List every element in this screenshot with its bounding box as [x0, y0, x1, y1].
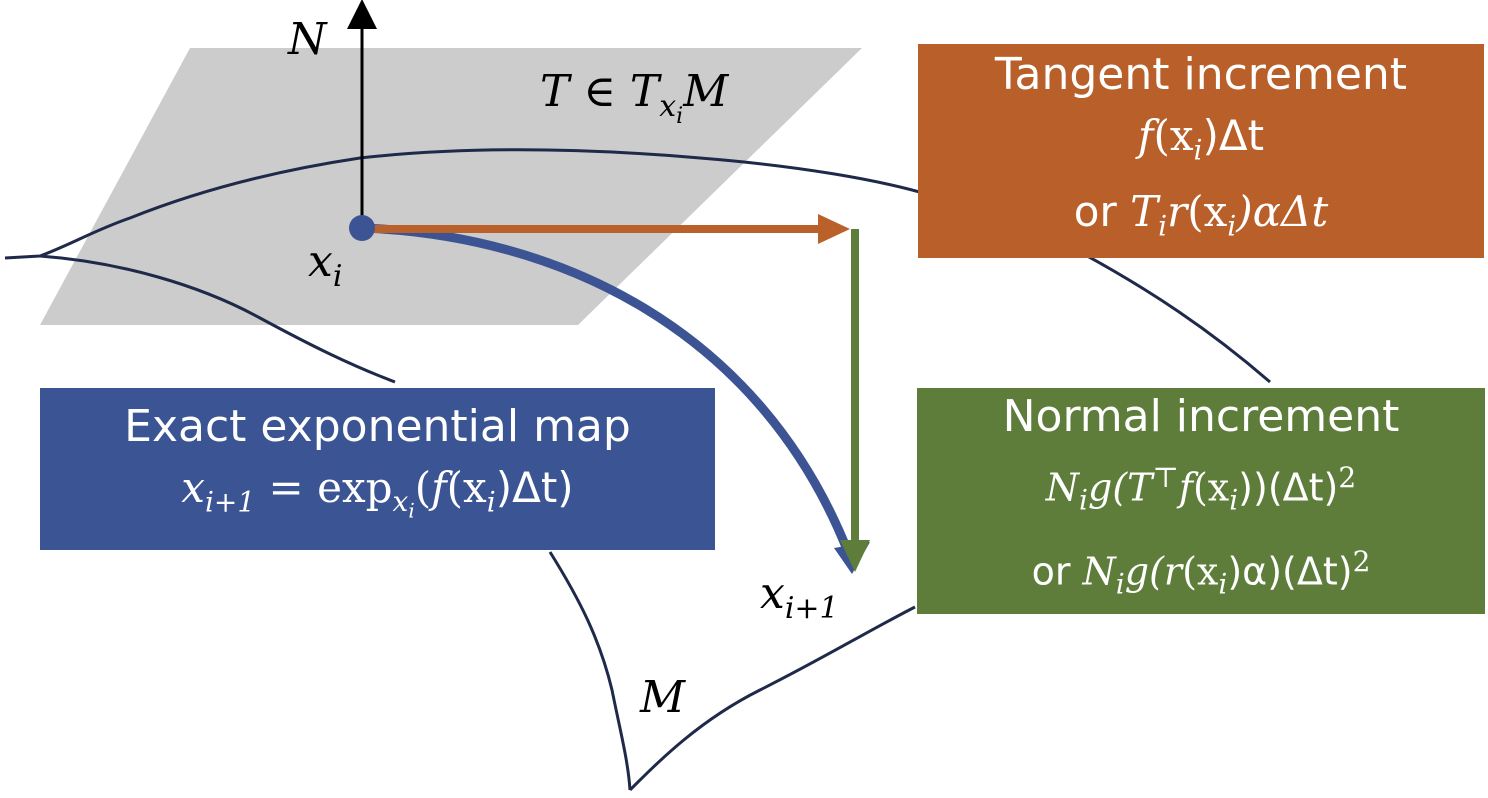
e-c: = exp	[255, 462, 393, 512]
f1c: i	[1193, 133, 1203, 166]
n1d: (T	[1112, 465, 1153, 510]
n2b: i	[1115, 567, 1125, 601]
tangent-space-text: T ∈ T	[540, 66, 660, 117]
xi1-main: x	[760, 568, 785, 619]
e-i: i	[486, 484, 496, 518]
n1k: ))(Δt)	[1238, 465, 1339, 510]
tangent-space-tail: M	[683, 66, 729, 117]
e-g: f	[431, 462, 447, 512]
n2c: g	[1124, 549, 1150, 594]
n2g: )α)(Δt)	[1227, 549, 1353, 594]
tangent-plane	[40, 48, 862, 325]
normal-increment-box: Normal increment Nig(T⊤f(xi))(Δt)2 or Ni…	[917, 388, 1485, 614]
manifold-label: M	[640, 672, 686, 723]
tangent-arrowhead	[818, 214, 850, 244]
tangent-formula-2: or Tir(xi)αΔt	[918, 181, 1484, 257]
n1l: 2	[1338, 460, 1357, 494]
point-xi1-label: xi+1	[760, 568, 839, 626]
e-a: x	[181, 462, 205, 512]
f2b: i	[1158, 209, 1168, 243]
f1b: (x	[1153, 110, 1194, 160]
tangent-increment-box: Tangent increment f(xi)Δt or Tir(xi)αΔt	[918, 44, 1484, 258]
point-xi-label: xi	[308, 236, 342, 294]
xi-sub: i	[332, 258, 343, 294]
f2a: T	[1130, 187, 1159, 236]
e-d: x	[392, 484, 409, 518]
e-b: i+1	[204, 484, 256, 518]
n2e: (x	[1182, 549, 1219, 594]
n2a: N	[1082, 549, 1116, 594]
f2f: )αΔt	[1236, 187, 1329, 236]
normal-arrowhead	[840, 540, 870, 572]
n1b: i	[1079, 483, 1089, 516]
exact-exponential-box: Exact exponential map xi+1 = expxi(f(xi)…	[40, 388, 715, 550]
n2d: (r	[1149, 549, 1183, 594]
e-h: (x	[446, 462, 487, 512]
xi-main: x	[308, 236, 333, 287]
normal-formula-2: or Nig(r(xi)α)(Δt)2	[917, 531, 1485, 615]
xi1-sub: i+1	[784, 590, 839, 626]
exact-exponential-path	[361, 223, 853, 554]
f2or: or	[1073, 187, 1131, 236]
manifold-curve	[4, 148, 1271, 792]
f1a: f	[1137, 110, 1154, 160]
e-e: i	[408, 498, 415, 523]
exact-box-title: Exact exponential map	[124, 400, 631, 452]
n1f: f	[1178, 465, 1193, 510]
tangent-formula-1: f(xi)Δt	[918, 105, 1484, 181]
e-f: (	[414, 462, 432, 512]
normal-box-title: Normal increment	[1002, 390, 1400, 442]
n1g: (x	[1192, 465, 1230, 510]
point-xi	[349, 215, 375, 241]
n2or: or	[1031, 549, 1083, 594]
e-j: )Δt)	[495, 462, 574, 512]
tangent-space-sub: x	[659, 88, 677, 124]
normal-formula-1: Nig(T⊤f(xi))(Δt)2	[917, 447, 1485, 531]
tangent-space-label: T ∈ TxiM	[540, 66, 728, 129]
n1c: g	[1088, 465, 1113, 510]
n2f: i	[1218, 567, 1228, 601]
tangent-box-title: Tangent increment	[994, 48, 1408, 100]
n1e: ⊤	[1152, 460, 1179, 494]
f1d: )Δt	[1202, 110, 1265, 160]
n1a: N	[1045, 465, 1080, 510]
f2e: i	[1227, 209, 1237, 243]
tangent-space-subsub: i	[676, 103, 684, 129]
normal-axis-label: N	[288, 14, 327, 65]
exact-formula: xi+1 = expxi(f(xi)Δt)	[40, 457, 715, 542]
n1h: i	[1229, 483, 1239, 516]
f2c: r	[1167, 187, 1188, 236]
n2h: 2	[1352, 545, 1371, 578]
f2d: (x	[1187, 187, 1228, 236]
